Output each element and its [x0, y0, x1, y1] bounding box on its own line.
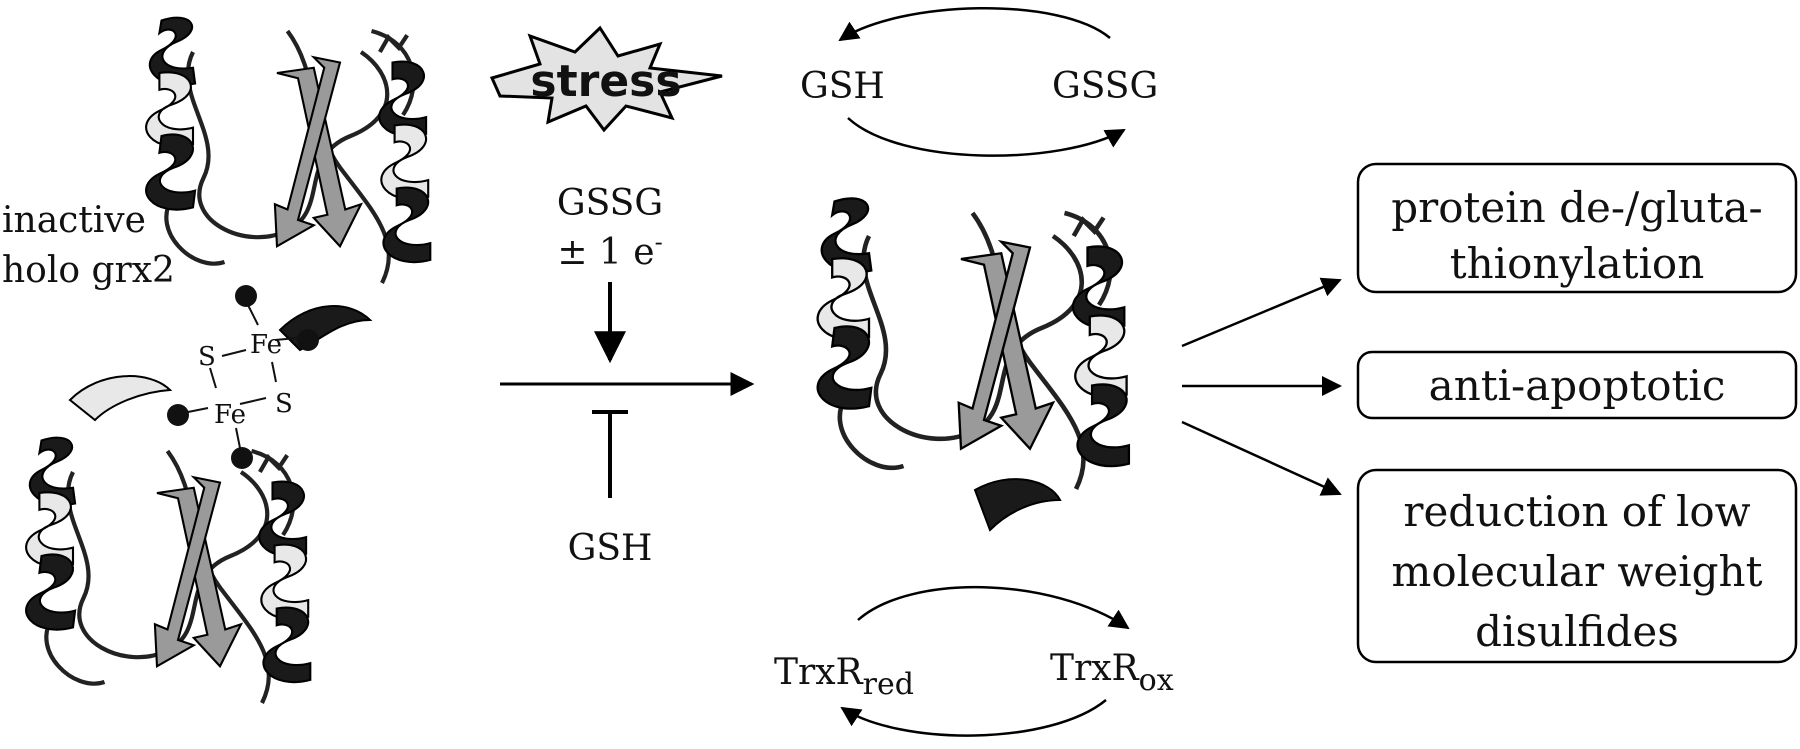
function-text: molecular weight — [1392, 547, 1763, 596]
function-arrows — [1181, 277, 1342, 496]
s-atom-label: S — [198, 342, 216, 372]
function-text: reduction of low — [1403, 487, 1750, 536]
cycle-arrow-top — [857, 586, 1130, 630]
fe-atom-label: Fe — [214, 400, 246, 430]
function-text: anti-apoptotic — [1429, 361, 1726, 410]
cysteine-sulfur-ball — [231, 447, 253, 469]
helix-segment — [68, 375, 173, 422]
cycle-arrow-bottom — [840, 699, 1107, 737]
fe-atom-label: Fe — [250, 330, 282, 360]
function-box-glutathionylation: protein de-/gluta- thionylation — [1356, 162, 1798, 294]
function-text: protein de-/gluta- — [1391, 183, 1762, 232]
gsh-label: GSH — [800, 66, 885, 107]
trxr-red-label: TrxRred — [774, 652, 914, 702]
glutathione-cycle: GSH GSSG — [800, 7, 1158, 157]
helix-segment — [973, 478, 1062, 532]
function-text: disulfides — [1475, 607, 1679, 656]
stress-starburst: stress — [489, 25, 723, 133]
oxidant-label: GSSG — [557, 183, 663, 224]
bottom-grx2-monomer — [26, 438, 310, 703]
holo-grx2-dimer: Fe S Fe S inactive holo grx2 — [2, 18, 430, 703]
cycle-arrow-top — [838, 7, 1111, 42]
apo-grx2-monomer — [818, 198, 1129, 532]
arrow-to-glutathionylation — [1181, 277, 1342, 348]
activation-step: GSSG ± 1 e- GSH — [500, 183, 755, 569]
cycle-arrow-bottom — [847, 117, 1126, 157]
holo-label-line2: holo grx2 — [2, 250, 175, 291]
trxr-ox-label: TrxRox — [1050, 648, 1174, 698]
arrow-to-disulfide-reduction — [1181, 420, 1342, 496]
helix-segment — [278, 305, 373, 352]
inhibitor-label: GSH — [568, 528, 653, 569]
trxr-cycle: TrxRred TrxRox — [774, 586, 1174, 737]
cysteine-sulfur-ball — [297, 329, 319, 351]
fe-s-cluster: Fe S Fe S — [167, 285, 319, 469]
s-atom-label: S — [275, 389, 293, 419]
function-box-disulfide-reduction: reduction of low molecular weight disulf… — [1356, 468, 1798, 664]
stress-label: stress — [530, 56, 681, 107]
holo-label-line1: inactive — [2, 200, 146, 241]
starburst-shape — [489, 25, 723, 133]
function-text: thionylation — [1450, 239, 1705, 288]
function-box-anti-apoptotic: anti-apoptotic — [1356, 350, 1798, 420]
electron-label: ± 1 e- — [557, 228, 662, 273]
gssg-label: GSSG — [1052, 66, 1158, 107]
top-grx2-monomer — [146, 18, 430, 283]
cysteine-sulfur-ball — [167, 404, 189, 426]
cysteine-sulfur-ball — [235, 285, 257, 307]
